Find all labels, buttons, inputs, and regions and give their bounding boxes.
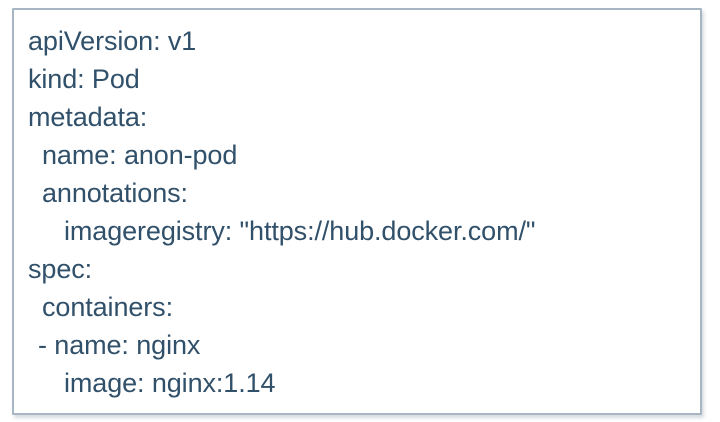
yaml-line-containers: containers:	[42, 292, 173, 322]
yaml-manifest-card: apiVersion: v1 kind: Pod metadata: name:…	[12, 8, 702, 415]
yaml-line-metadata-name: name: anon-pod	[42, 140, 238, 170]
yaml-line-spec: spec:	[28, 254, 93, 284]
yaml-line-container-name: - name: nginx	[38, 330, 201, 360]
yaml-line-kind: kind: Pod	[28, 64, 140, 94]
yaml-line-apiversion: apiVersion: v1	[28, 26, 197, 56]
yaml-line-annotations: annotations:	[42, 178, 188, 208]
yaml-line-metadata: metadata:	[28, 102, 148, 132]
yaml-line-imageregistry: imageregistry: "https://hub.docker.com/"	[64, 216, 536, 246]
yaml-line-container-image: image: nginx:1.14	[64, 368, 276, 398]
yaml-code-block: apiVersion: v1 kind: Pod metadata: name:…	[28, 22, 694, 413]
